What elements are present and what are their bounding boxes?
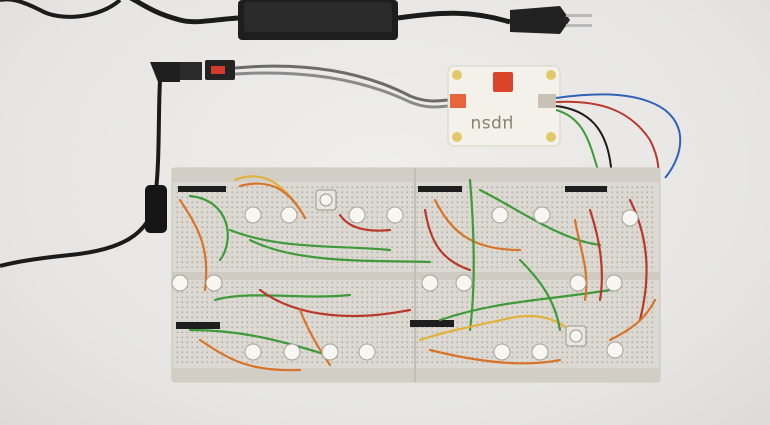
dc-cable [0,79,162,268]
upsu-module [447,65,561,147]
trimmer-pots [315,189,587,347]
dc-barrel-plug [150,60,235,82]
eu-plug [510,6,592,34]
upsu-logo: O [497,74,509,88]
potentiometer-knobs [171,206,639,361]
upsu-module-label: μpsu [470,114,514,134]
jumper-wires [178,175,657,372]
ferrite-bead [145,185,167,233]
mains-cable [397,10,511,25]
power-adapter [238,0,398,40]
